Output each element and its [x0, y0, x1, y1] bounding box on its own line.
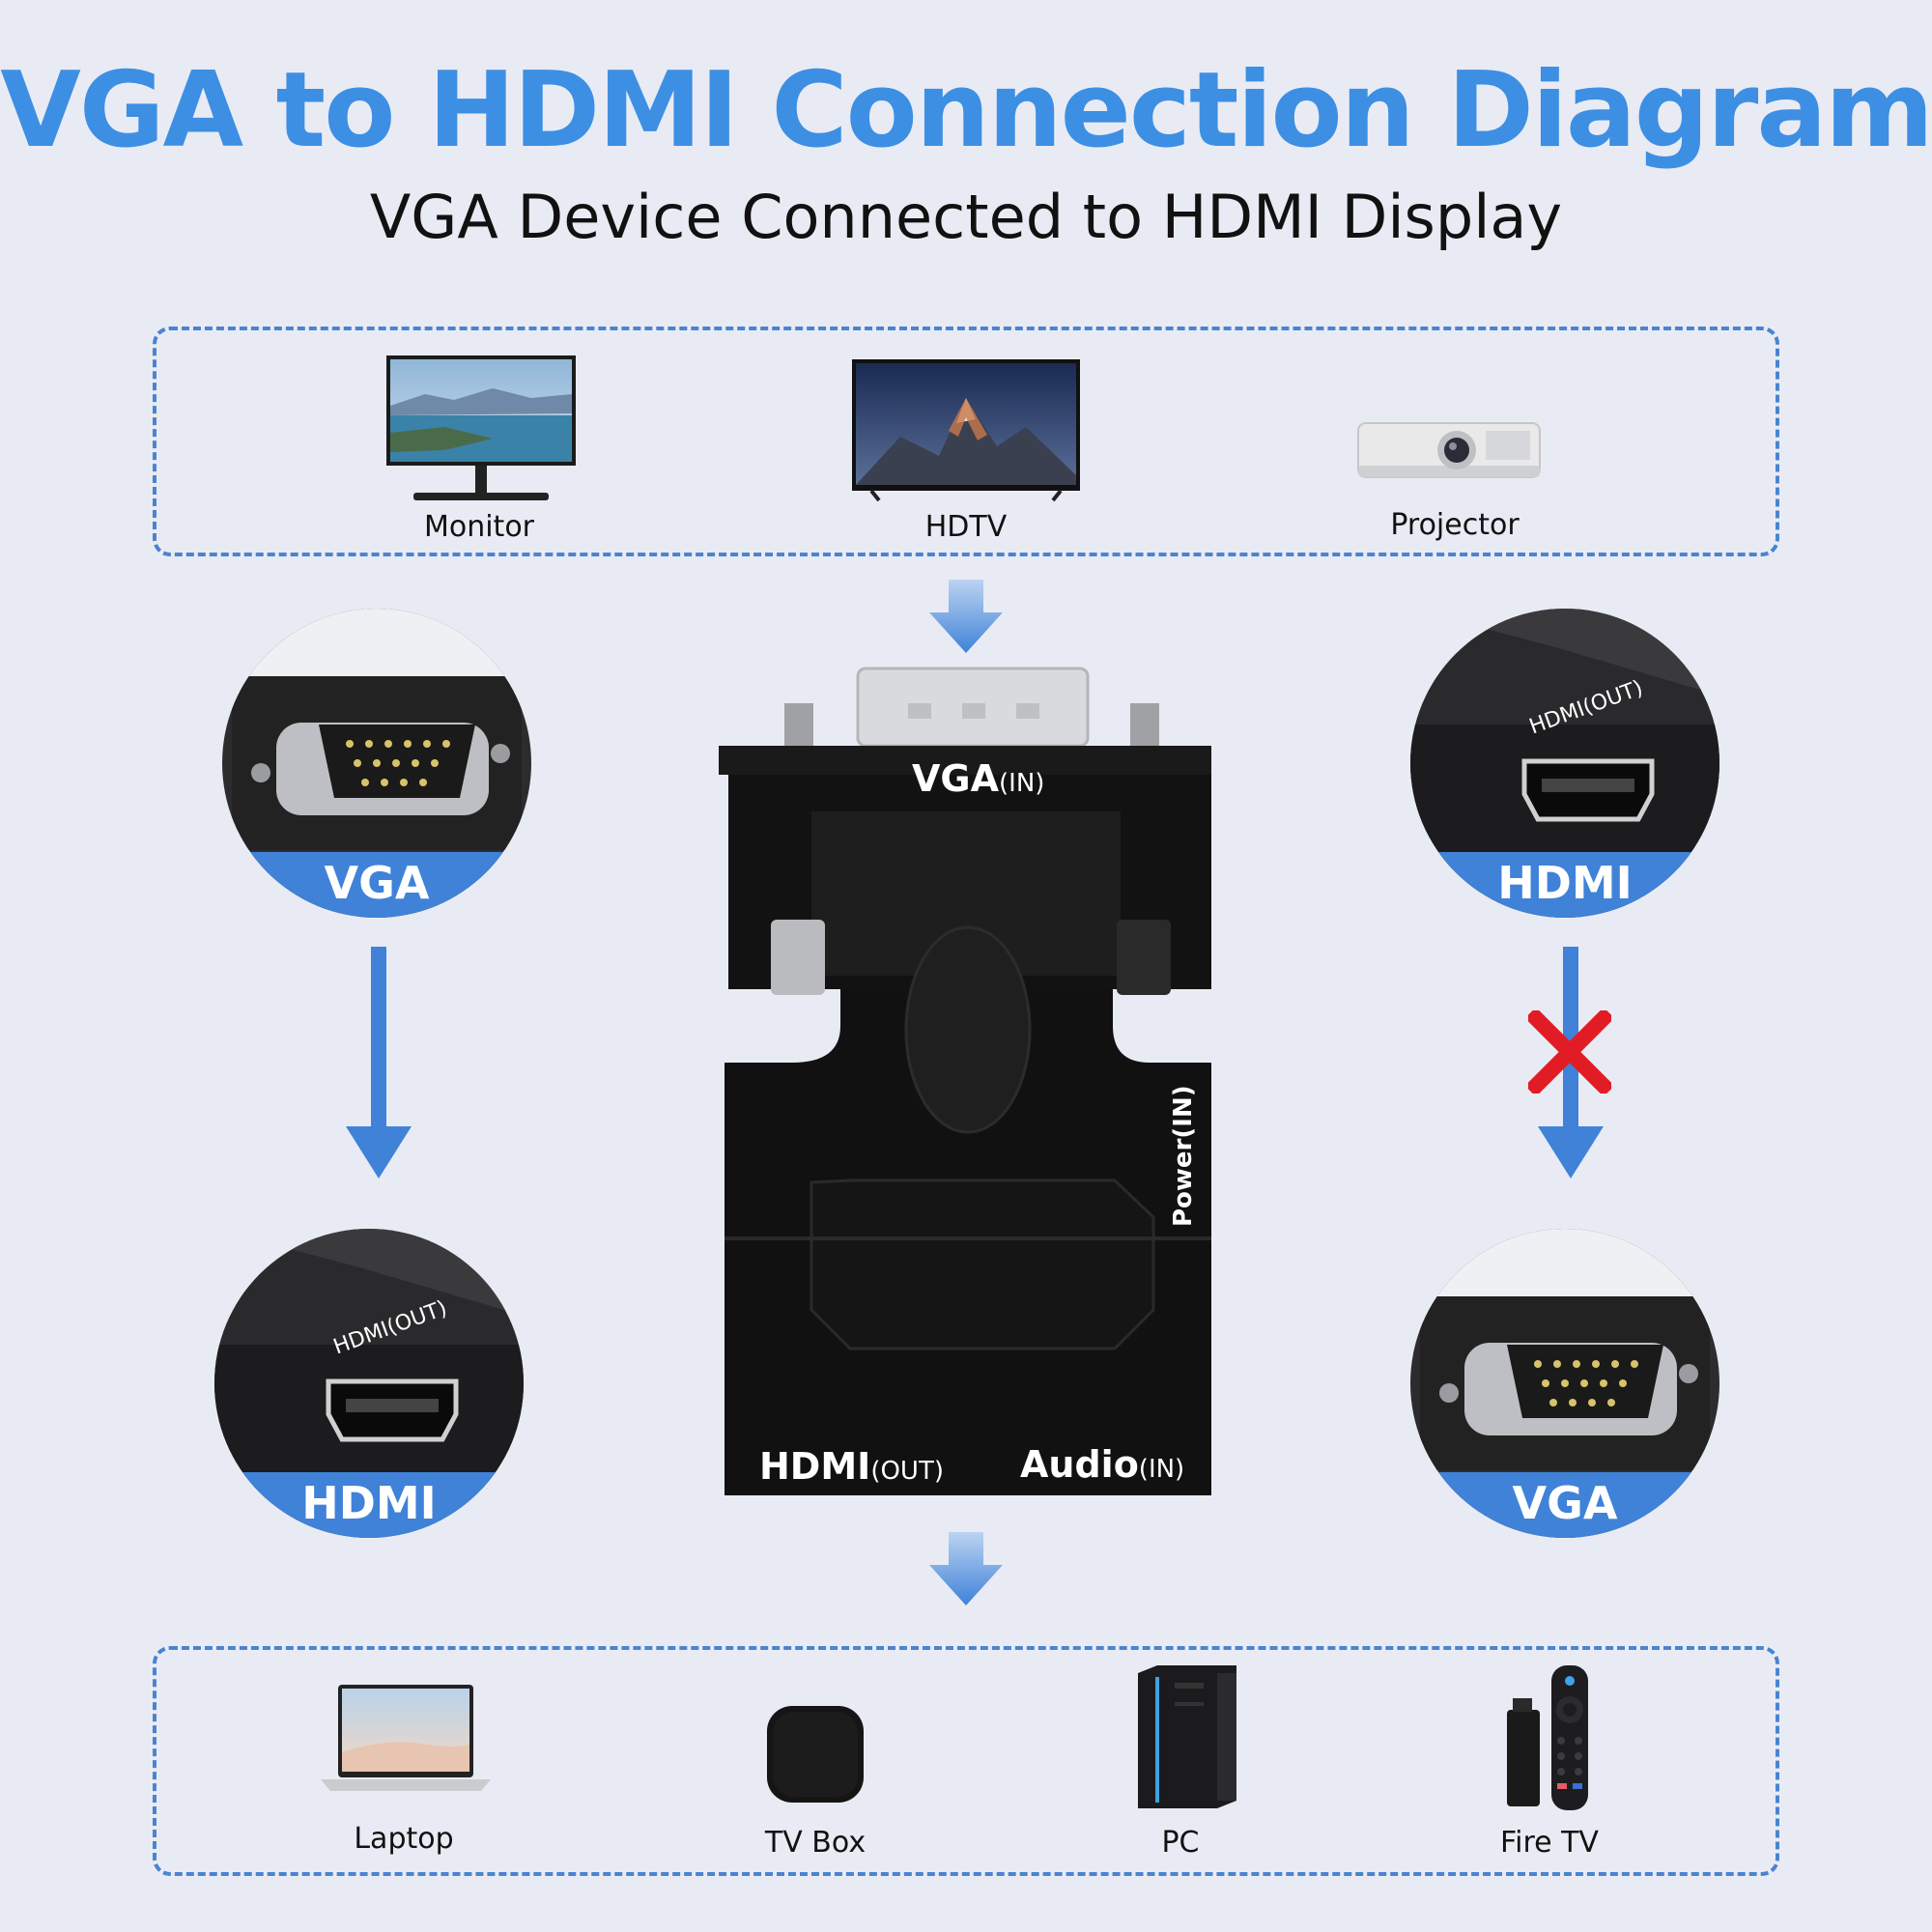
arrow-down-icon: [1536, 947, 1605, 1180]
adapter-audio-sub: (IN): [1138, 1455, 1185, 1484]
tv-icon: [852, 359, 1080, 502]
adapter-hdmi-out-label: HDMI(OUT): [759, 1445, 944, 1488]
pc-icon: [1136, 1663, 1238, 1810]
tv-box-icon: [765, 1704, 866, 1804]
adapter-audio-label: Audio: [1020, 1443, 1139, 1486]
page-title: VGA to HDMI Connection Diagram: [0, 50, 1932, 171]
adapter-audio-in-label: Audio(IN): [1020, 1443, 1184, 1486]
vga-label-band: VGA: [222, 852, 531, 918]
adapter-power-label: Power(IN): [1169, 1085, 1198, 1227]
device-label-monitor: Monitor: [423, 510, 535, 544]
adapter-vga-in-label: VGA(IN): [912, 757, 1044, 800]
device-label-hdtv: HDTV: [924, 510, 1008, 544]
page-subtitle: VGA Device Connected to HDMI Display: [369, 182, 1563, 252]
device-label-laptop: Laptop: [354, 1822, 454, 1856]
source-devices-box: [153, 1646, 1779, 1876]
projector-icon: [1356, 417, 1542, 487]
adapter-hdmi-label: HDMI: [759, 1445, 871, 1488]
blocked-cross-icon: [1524, 1007, 1615, 1097]
vga-hdmi-adapter: VGA(IN) Power(IN) HDMI(OUT) Audio(IN): [715, 667, 1217, 1507]
laptop-icon: [321, 1685, 491, 1797]
fire-tv-icon: [1503, 1663, 1590, 1812]
device-label-tv-box: TV Box: [764, 1826, 867, 1860]
adapter-vga-label: VGA: [912, 757, 1000, 800]
monitor-icon: [386, 355, 576, 508]
device-label-pc: PC: [1161, 1826, 1200, 1860]
adapter-vga-sub: (IN): [999, 769, 1045, 798]
display-devices-box: [153, 327, 1779, 556]
hdmi-port-closeup: HDMI(OUT) HDMI: [1410, 609, 1719, 918]
arrow-down-icon: [927, 580, 1005, 655]
hdmi-label-band: HDMI: [214, 1472, 524, 1538]
hdmi-port-closeup: HDMI(OUT) HDMI: [214, 1229, 524, 1538]
adapter-hdmi-sub: (OUT): [870, 1457, 944, 1486]
arrow-down-icon: [344, 947, 413, 1180]
arrow-down-icon: [927, 1532, 1005, 1607]
device-label-fire-tv: Fire TV: [1500, 1826, 1599, 1860]
vga-port-closeup: VGA: [1410, 1229, 1719, 1538]
vga-label-band: VGA: [1410, 1472, 1719, 1538]
device-label-projector: Projector: [1390, 508, 1520, 542]
vga-port-closeup: VGA: [222, 609, 531, 918]
hdmi-label-band: HDMI: [1410, 852, 1719, 918]
